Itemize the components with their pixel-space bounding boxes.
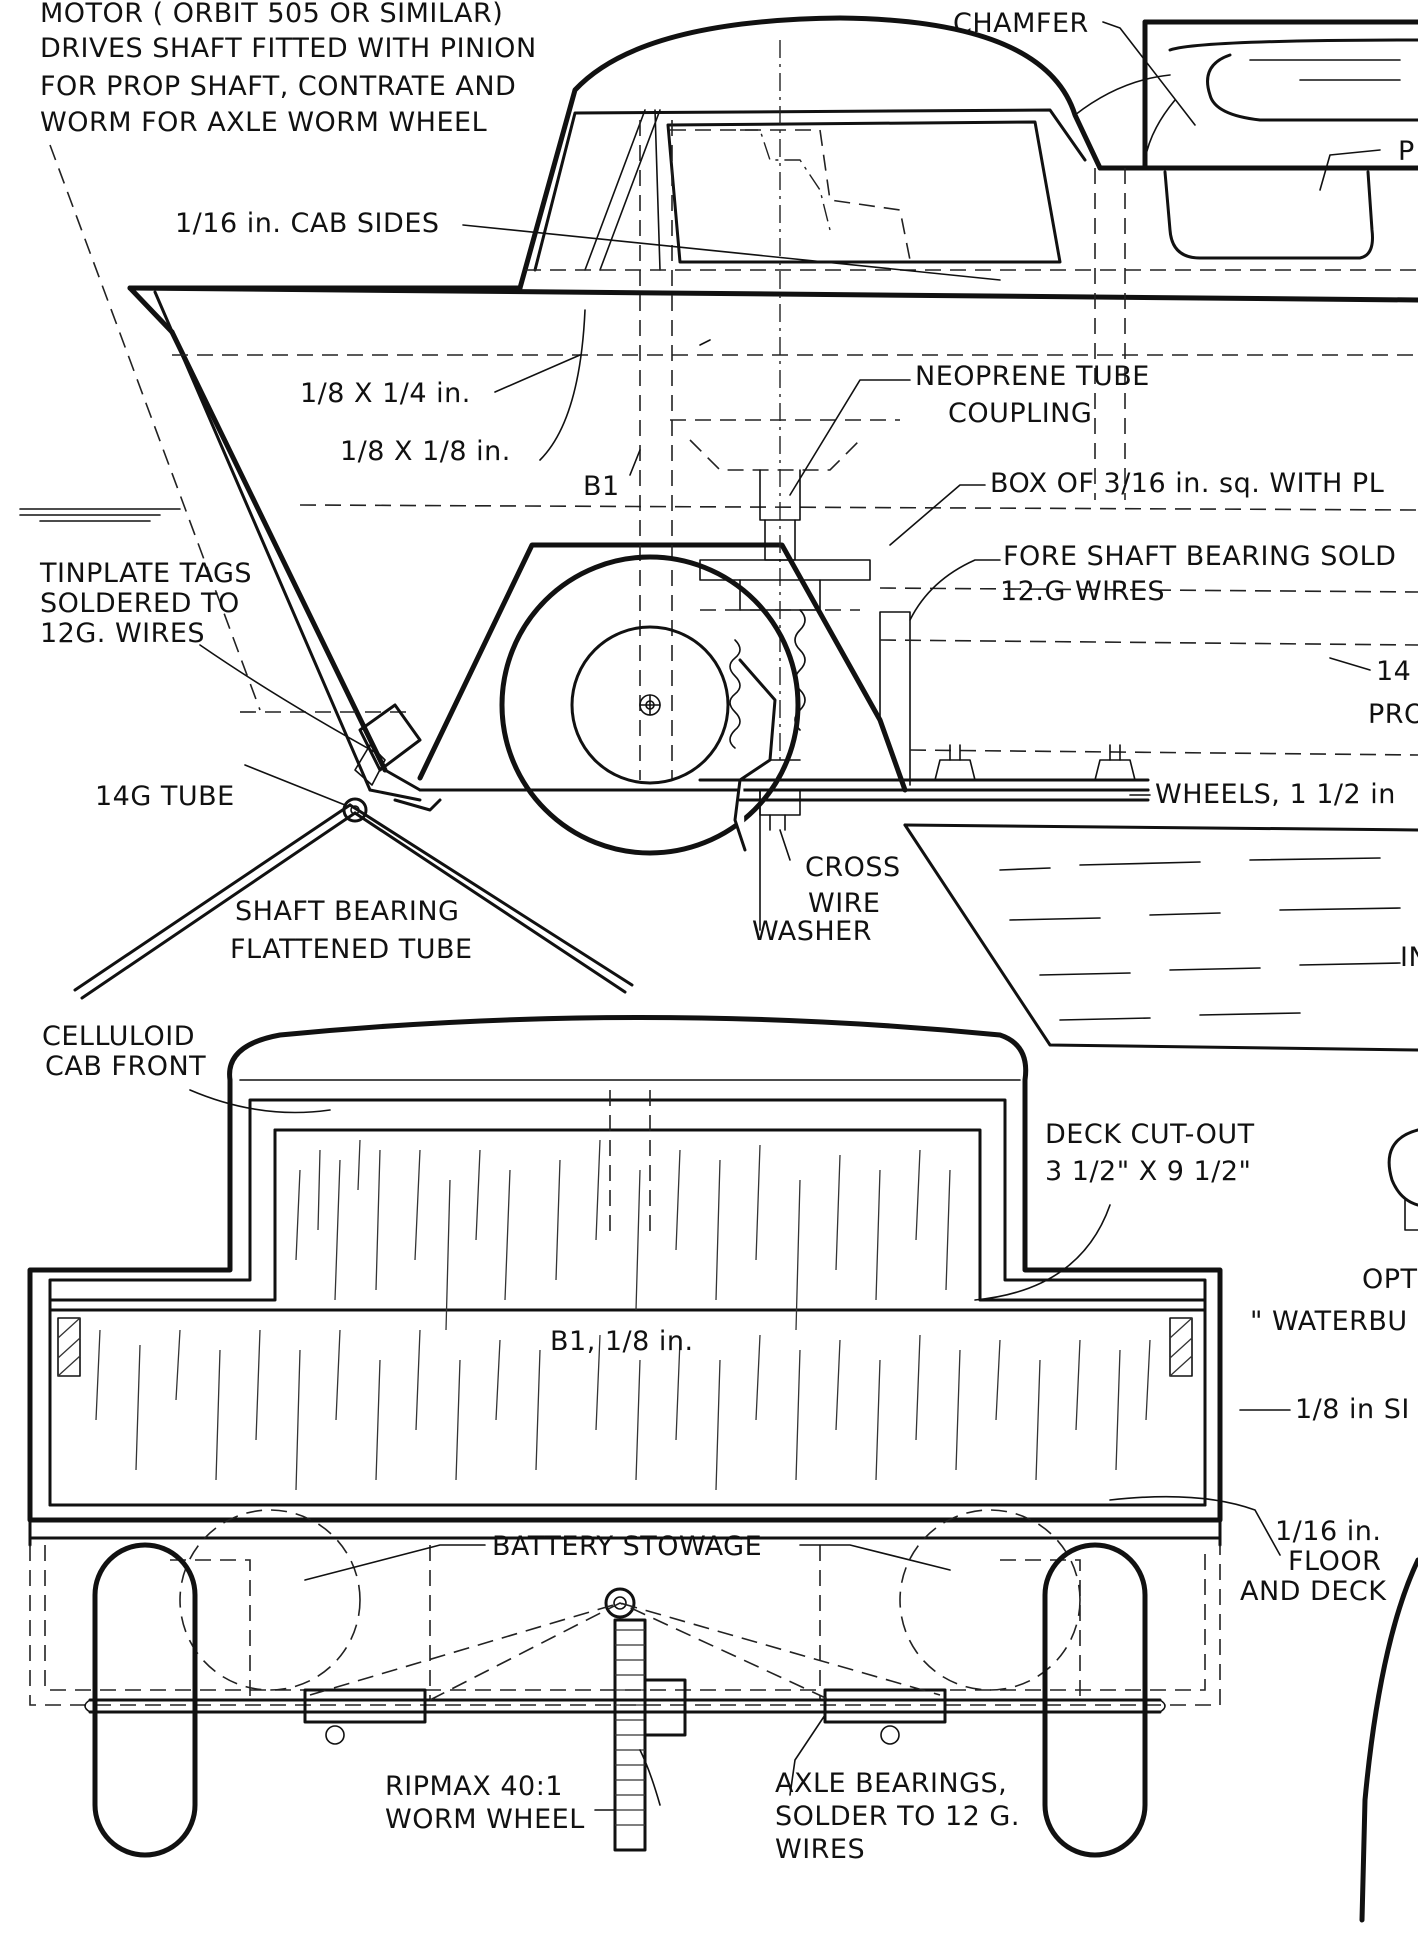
- label-celluloid-1: CELLULOID: [42, 1021, 195, 1052]
- label-celluloid-2: CAB FRONT: [45, 1051, 206, 1082]
- label-washer: WASHER: [752, 916, 872, 947]
- label-shaft-bearing-1: SHAFT BEARING: [235, 896, 459, 927]
- label-chamfer: CHAMFER: [953, 8, 1089, 39]
- label-axle-bearings-1: AXLE BEARINGS,: [775, 1768, 1007, 1799]
- label-ripmax-1: RIPMAX 40:1: [385, 1771, 563, 1802]
- label-b1-plan: B1, 1/8 in.: [550, 1326, 694, 1357]
- side-elevation: [19, 15, 1418, 1052]
- label-motor-4: WORM FOR AXLE WORM WHEEL: [40, 107, 487, 138]
- label-side-eighth: 1/8 in SI: [1295, 1394, 1410, 1425]
- label-fore-shaft-2: 12.G WIRES: [1000, 576, 1165, 607]
- label-cab-sides: 1/16 in. CAB SIDES: [175, 208, 440, 239]
- label-pro-partial: PRO: [1368, 699, 1418, 730]
- label-neoprene-1: NEOPRENE TUBE: [915, 361, 1150, 392]
- label-opt-partial: OPT: [1362, 1264, 1418, 1295]
- label-axle-bearings-2: SOLDER TO 12 G.: [775, 1801, 1020, 1832]
- label-battery: BATTERY STOWAGE: [492, 1531, 762, 1562]
- label-b1-side: B1: [583, 471, 620, 502]
- plan-view: [27, 1015, 1418, 1923]
- label-neoprene-2: COUPLING: [948, 398, 1092, 429]
- label-14-partial: 14: [1376, 656, 1411, 687]
- label-ripmax-2: WORM WHEEL: [385, 1804, 585, 1835]
- label-tinplate-1: TINPLATE TAGS: [39, 558, 252, 589]
- label-tinplate-3: 12G. WIRES: [40, 618, 205, 649]
- label-axle-bearings-3: WIRES: [775, 1834, 865, 1865]
- annotation-labels: MOTOR ( ORBIT 505 OR SIMILAR) DRIVES SHA…: [39, 0, 1418, 1865]
- label-floor-deck-3: AND DECK: [1240, 1576, 1387, 1607]
- label-wheels: WHEELS, 1 1/2 in: [1155, 779, 1396, 810]
- label-cross-wire-1: CROSS: [805, 852, 901, 883]
- label-box: BOX OF 3/16 in. sq. WITH PL: [990, 468, 1384, 499]
- label-motor-1: MOTOR ( ORBIT 505 OR SIMILAR): [40, 0, 503, 29]
- label-14g-tube: 14G TUBE: [95, 781, 235, 812]
- label-motor-3: FOR PROP SHAFT, CONTRATE AND: [40, 71, 516, 102]
- label-motor-2: DRIVES SHAFT FITTED WITH PINION: [40, 33, 537, 64]
- label-floor-deck-1: 1/16 in.: [1275, 1516, 1381, 1547]
- label-strip-eighth: 1/8 X 1/8 in.: [340, 436, 511, 467]
- label-p-partial: P: [1398, 136, 1415, 167]
- label-deck-cutout-1: DECK CUT-OUT: [1045, 1119, 1255, 1150]
- label-deck-cutout-2: 3 1/2" X 9 1/2": [1045, 1156, 1251, 1187]
- label-floor-deck-2: FLOOR: [1288, 1546, 1381, 1577]
- label-cross-wire-2: WIRE: [808, 888, 880, 919]
- label-in-partial: IN: [1400, 942, 1418, 973]
- label-tinplate-2: SOLDERED TO: [40, 588, 240, 619]
- label-waterbu-partial: " WATERBU: [1250, 1306, 1408, 1337]
- label-strip-quarter: 1/8 X 1/4 in.: [300, 378, 471, 409]
- label-shaft-bearing-2: FLATTENED TUBE: [230, 934, 473, 965]
- label-fore-shaft-1: FORE SHAFT BEARING SOLD: [1003, 541, 1396, 572]
